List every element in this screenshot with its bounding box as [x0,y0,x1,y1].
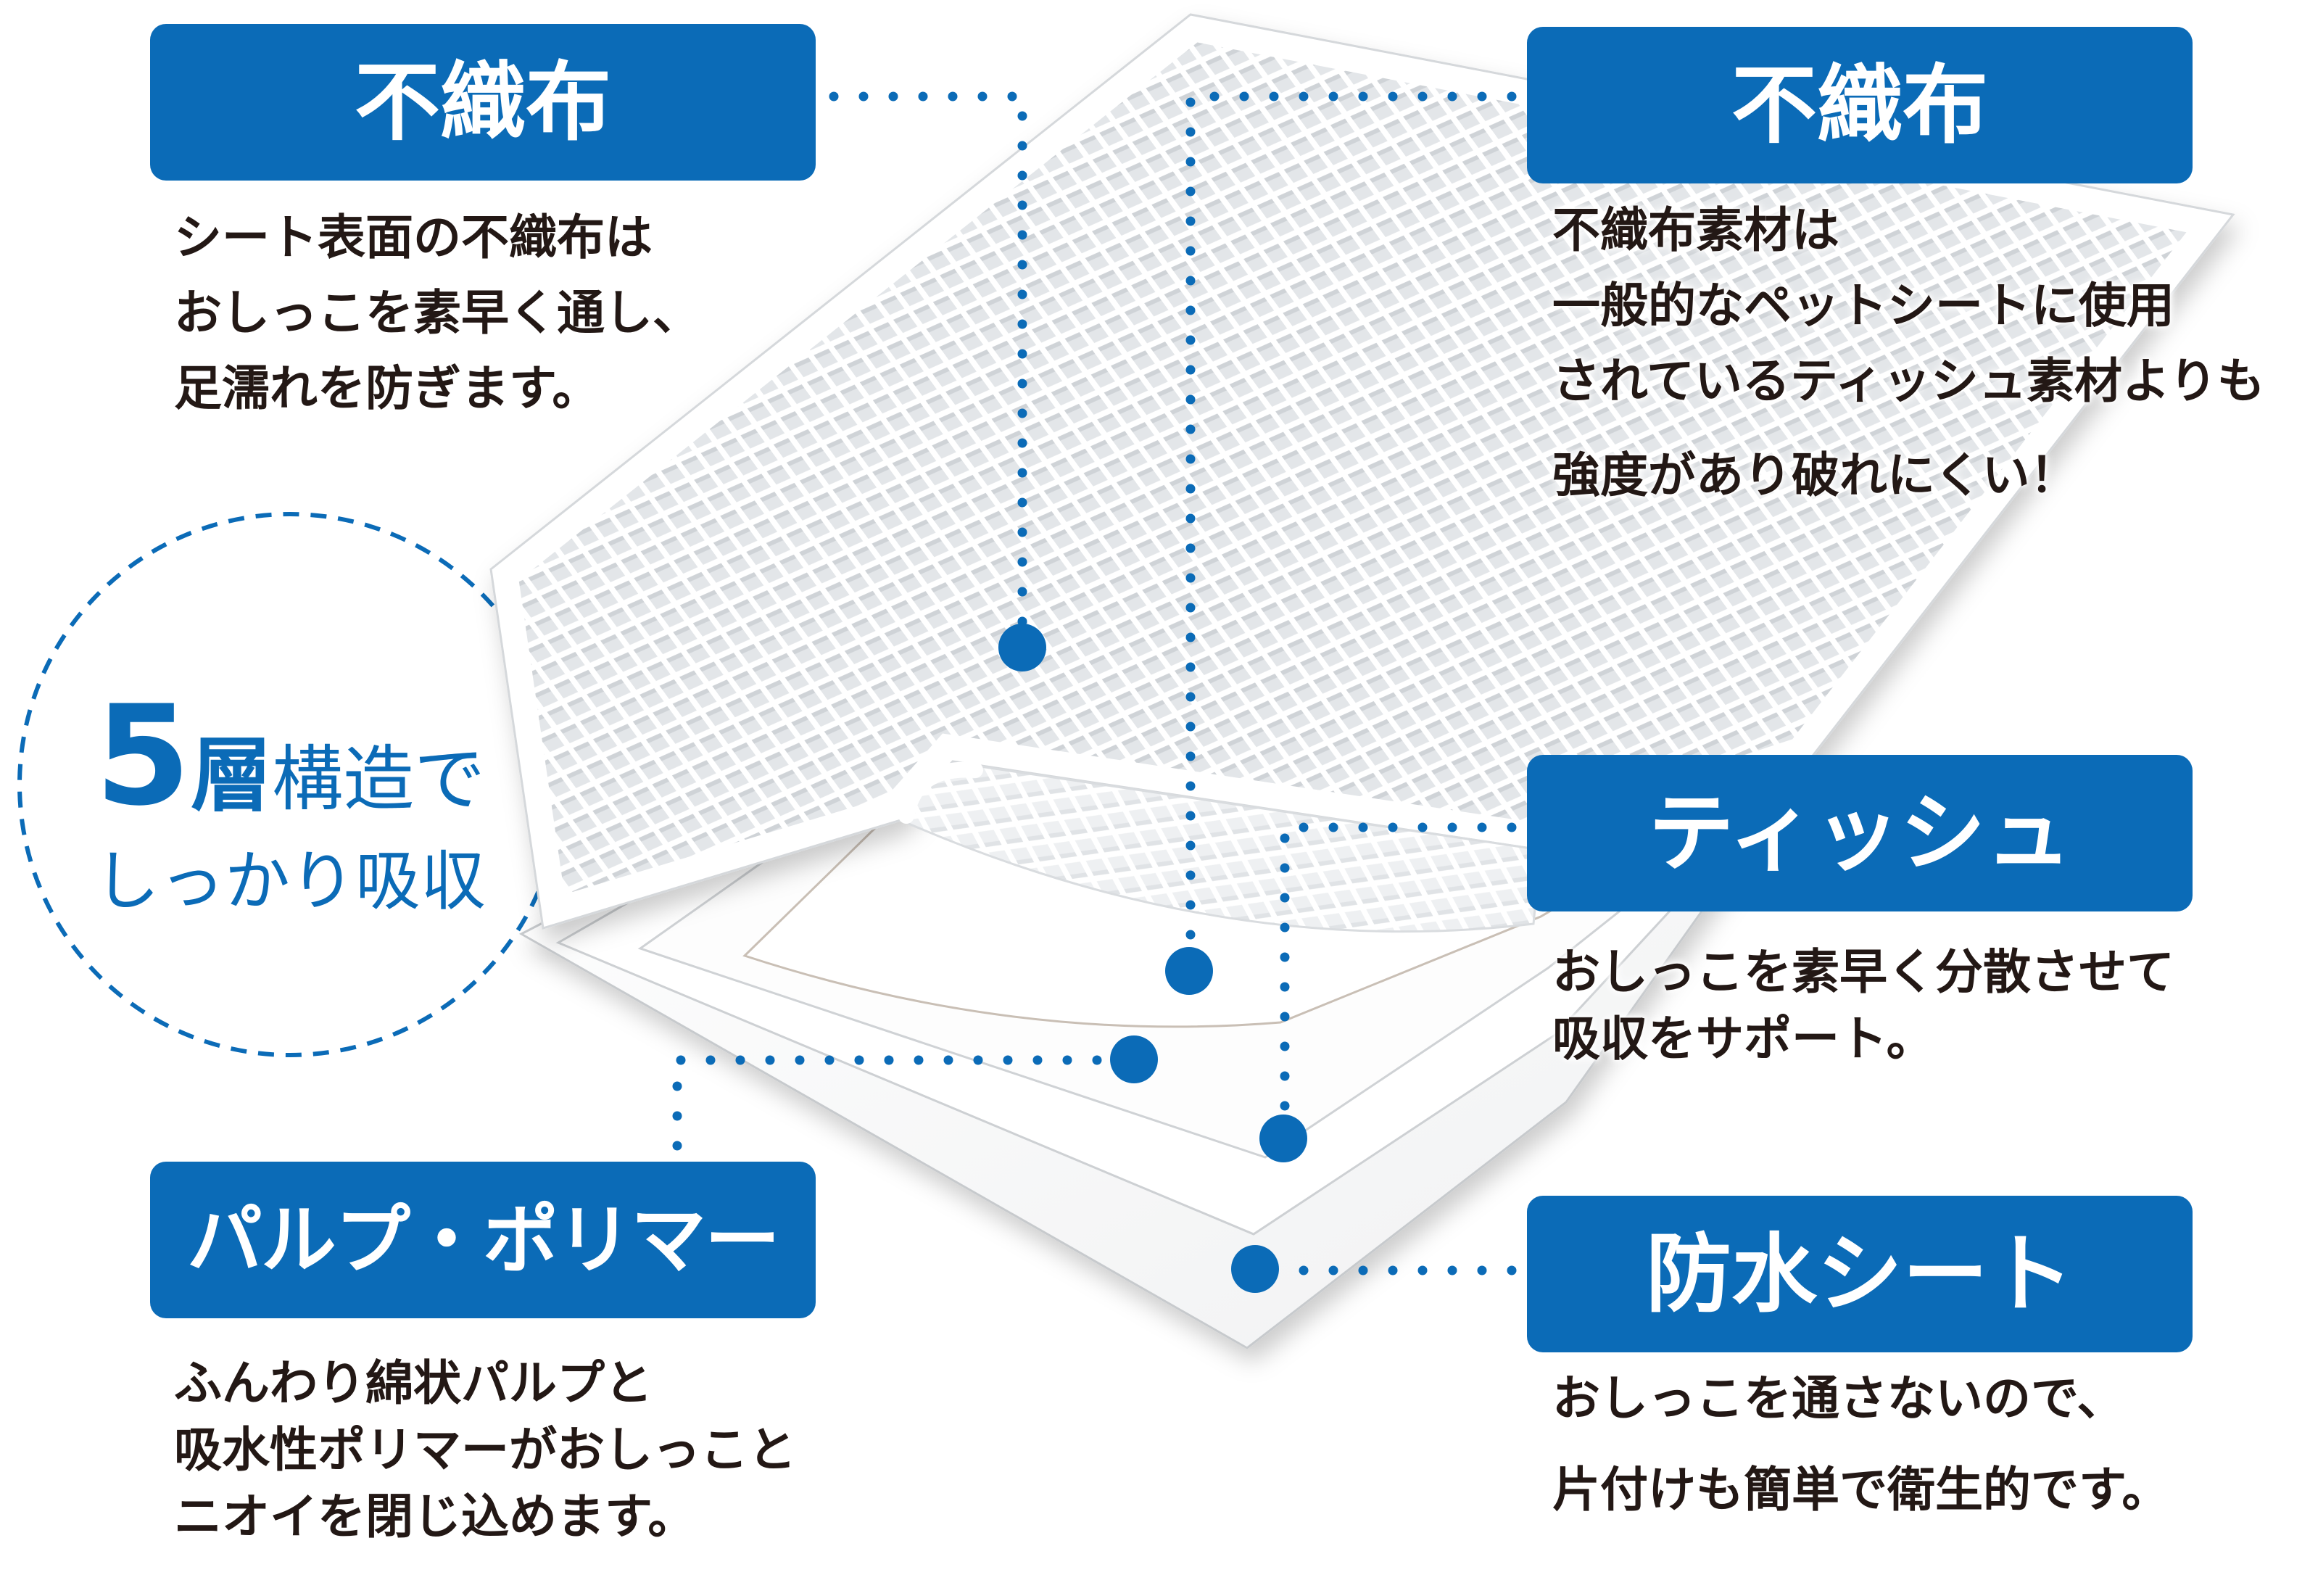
badge-number: 5 [94,676,191,836]
description-line: ふんわり綿状パルプと [174,1355,653,1411]
description-line: 吸収をサポート。 [1552,1011,1934,1067]
connector-tissue [1280,822,1517,1118]
badge-rest: 構造で [272,738,486,821]
badge-headline: 5層構造で [20,687,560,825]
callout-dot-pulp-polymer [1110,1035,1158,1083]
description-line: ニオイを閉じ込めます。 [174,1489,696,1545]
callout-dot-tissue [1259,1115,1307,1162]
connector-pulp-polymer [672,1055,1114,1151]
description-line: シート表面の不織布は [174,210,653,265]
description-inner-nonwoven: 不織布素材は 一般的なペットシートに使用 されているティッシュ素材よりも 強度が… [1552,193,2265,513]
callout-dot-surface-nonwoven [998,624,1046,671]
badge-emphasis: 層 [191,729,273,823]
description-line: 強度があり破れにくい！ [1552,447,2078,503]
connector-inner-nonwoven [1185,91,1517,951]
description-surface-nonwoven: シート表面の不織布は おしっこを素早く通し、 足濡れを防ぎます。 [174,200,700,426]
description-line: 不織布素材は [1552,202,1839,258]
callout-dot-waterproof [1231,1245,1279,1293]
label-waterproof-sheet: 防水シート [1527,1196,2193,1352]
label-tissue: ティッシュ [1527,755,2193,911]
connector-surface-nonwoven [829,91,1027,629]
description-line: おしっこを素早く分散させて [1552,944,2174,1000]
label-inner-nonwoven: 不織布 [1527,27,2193,183]
flap-edge-highlight [898,761,983,824]
description-tissue: おしっこを素早く分散させて 吸収をサポート。 [1552,939,2174,1072]
label-surface-nonwoven: 不織布 [150,24,816,181]
description-line: おしっこを素早く通し、 [174,285,700,341]
description-pulp-polymer: ふんわり綿状パルプと 吸水性ポリマーがおしっこと ニオイを閉じ込めます。 [174,1350,796,1550]
badge-subline: しっかり吸収 [94,843,486,919]
description-line: 足濡れを防ぎます。 [174,360,600,416]
description-line: されているティッシュ素材よりも [1552,353,2265,409]
label-pulp-polymer: パルプ・ポリマー [150,1162,816,1318]
description-line: 片付けも簡単で衛生的です。 [1552,1462,2170,1518]
description-line: おしっこを通さないので、 [1552,1370,2125,1426]
description-line: 吸水性ポリマーがおしっこと [174,1422,796,1478]
callout-dot-inner-nonwoven [1165,947,1213,995]
description-line: 一般的なペットシートに使用 [1552,278,2174,334]
description-waterproof-sheet: おしっこを通さないので、 片付けも簡単で衛生的です。 [1552,1353,2169,1536]
